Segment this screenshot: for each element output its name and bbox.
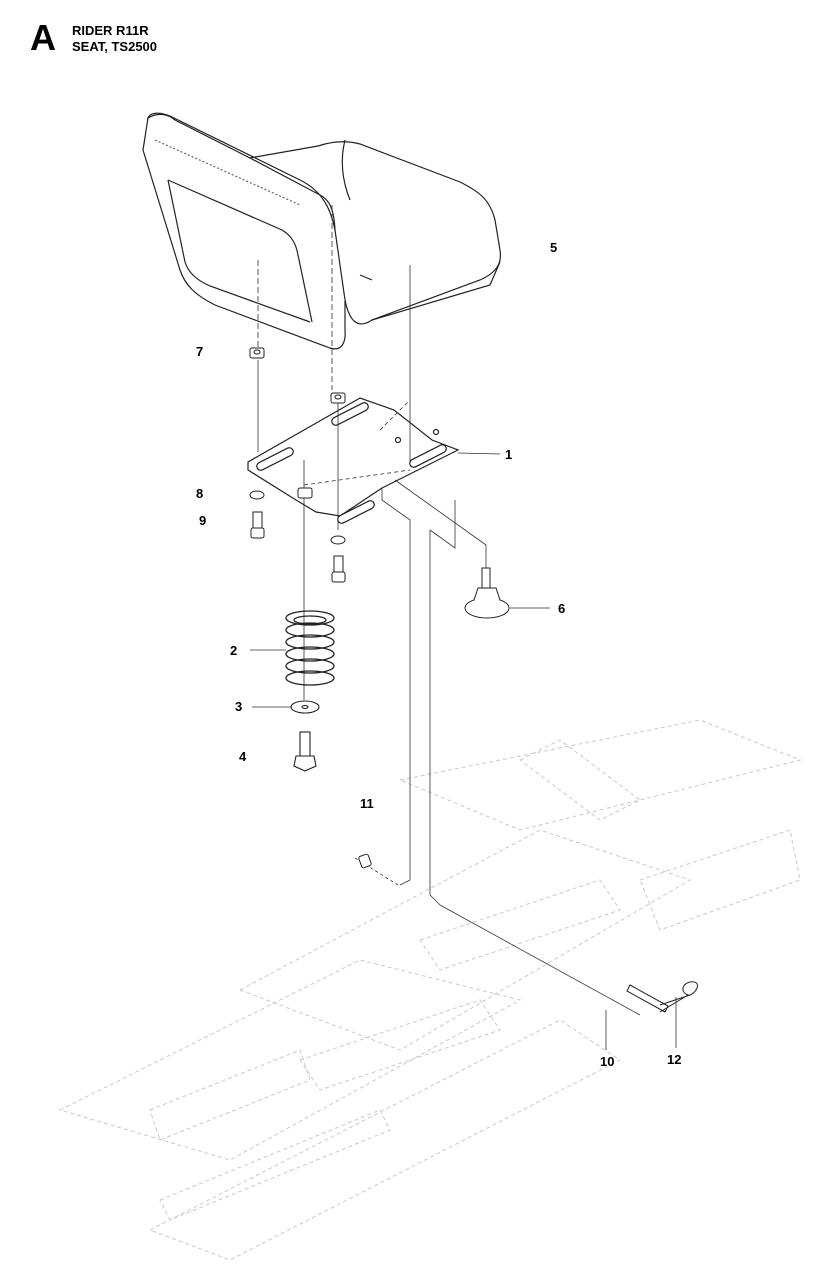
section-letter: A [30,17,56,58]
leader-lines [250,452,677,1050]
assembly-lines [257,205,641,1016]
callout-4: 4 [239,749,247,764]
callout-1: 1 [505,447,513,462]
washer-bolt [290,700,320,772]
washer-8-left [249,490,265,500]
callout-10: 10 [600,1054,615,1069]
callout-11: 11 [360,796,374,811]
seat-plate [247,397,460,524]
pin-10 [626,984,669,1013]
background-frame [58,719,802,1261]
hardware [249,347,510,619]
callout-2: 2 [230,643,238,658]
seat [142,112,502,350]
knob-6 [464,597,510,619]
model-name: RIDER R11R [72,23,149,38]
assembly-name: SEAT, TS2500 [72,39,158,54]
callout-7: 7 [196,344,204,359]
pin-assembly [626,981,698,1013]
clip-11 [358,853,372,869]
header-title: RIDER R11R SEAT, TS2500 [72,23,157,55]
callout-8: 8 [196,486,204,501]
washer-8-center [330,535,346,545]
callout-9: 9 [199,513,207,528]
callout-5: 5 [550,240,558,255]
callout-3: 3 [235,699,243,714]
hair-pin-12 [659,981,698,1013]
callout-12: 12 [667,1052,682,1067]
spring [285,610,335,686]
callout-6: 6 [558,601,566,616]
